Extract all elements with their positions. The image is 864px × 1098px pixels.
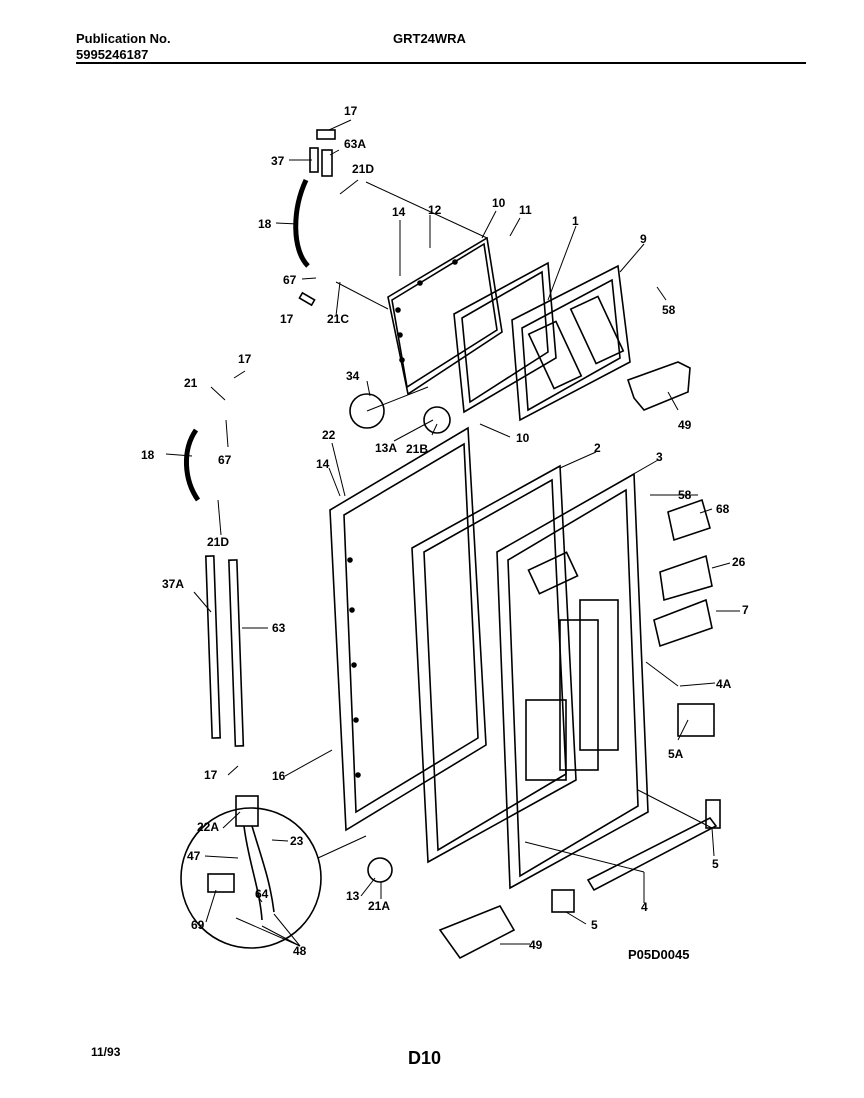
callout-7: 7: [742, 603, 749, 617]
callout-12: 12: [428, 203, 442, 217]
callout-18: 18: [258, 217, 272, 231]
callout-37A: 37A: [162, 577, 184, 591]
callout-5b: 5: [591, 918, 598, 932]
callout-4A: 4A: [716, 677, 732, 691]
callout-17d: 17: [204, 768, 218, 782]
callout-13: 13: [346, 889, 360, 903]
callout-22A: 22A: [197, 820, 219, 834]
callout-21B: 21B: [406, 442, 428, 456]
door-trim-strips: [183, 428, 245, 747]
callout-16: 16: [272, 769, 286, 783]
callout-48: 48: [293, 944, 307, 958]
callout-69: 69: [191, 918, 205, 932]
callout-23: 23: [290, 834, 304, 848]
callout-63: 63: [272, 621, 286, 635]
callout-17b: 17: [280, 312, 294, 326]
header-rule: [76, 62, 806, 64]
callout-47: 47: [187, 849, 201, 863]
callout-22: 22: [322, 428, 336, 442]
callout-21D-b: 21D: [207, 535, 229, 549]
freezer-door-outer-panel: [387, 236, 503, 396]
callout-10b: 10: [516, 431, 530, 445]
callout-58b: 58: [678, 488, 692, 502]
publication-label: Publication No.: [76, 31, 171, 46]
callout-18b: 18: [141, 448, 155, 462]
model-number: GRT24WRA: [393, 31, 466, 46]
callout-5: 5: [712, 857, 719, 871]
callout-14: 14: [392, 205, 406, 219]
freezer-door-liner: [511, 264, 631, 422]
publication-number: 5995246187: [76, 47, 149, 62]
callout-14b: 14: [316, 457, 330, 471]
hinge-detail-upper: [349, 393, 451, 434]
callout-34: 34: [346, 369, 360, 383]
callout-58: 58: [662, 303, 676, 317]
callout-21: 21: [184, 376, 198, 390]
callout-49b: 49: [529, 938, 543, 952]
hinge-detail-lower: [367, 857, 393, 883]
callout-13A: 13A: [375, 441, 397, 455]
freezer-door-handle: [293, 129, 336, 307]
callout-17c: 17: [238, 352, 252, 366]
callout-63A: 63A: [344, 137, 366, 151]
bottom-kick-strip: [551, 799, 721, 913]
fresh-food-door-gasket: [411, 464, 577, 864]
switch-wiring-detail-circle: [180, 795, 322, 949]
callout-labels: 17 63A 37 21D 18 14 12 10 11 1 9 67 21C …: [141, 104, 749, 958]
fresh-food-door-liner: [496, 472, 649, 890]
callout-68: 68: [716, 502, 730, 516]
callout-49: 49: [678, 418, 692, 432]
callout-64: 64: [255, 887, 269, 901]
callout-11: 11: [519, 203, 532, 217]
callout-1: 1: [572, 214, 579, 228]
callout-10: 10: [492, 196, 506, 210]
callout-3: 3: [656, 450, 663, 464]
callout-9: 9: [640, 232, 647, 246]
callout-5A: 5A: [668, 747, 684, 761]
door-bins: [438, 498, 715, 960]
callout-26: 26: [732, 555, 746, 569]
callout-21A: 21A: [368, 899, 390, 913]
page-id: D10: [408, 1048, 442, 1068]
callout-17: 17: [344, 104, 358, 118]
callout-37: 37: [271, 154, 285, 168]
leader-lines: [165, 119, 740, 947]
callout-2: 2: [594, 441, 601, 455]
freezer-door-gasket: [453, 261, 557, 414]
publication-date: 11/93: [91, 1045, 121, 1059]
callout-4: 4: [641, 900, 648, 914]
freezer-shelf-bin: [626, 361, 691, 411]
callout-21C: 21C: [327, 312, 349, 326]
callout-21D: 21D: [352, 162, 374, 176]
fresh-food-door-outer-panel: [329, 426, 487, 832]
diagram-code: P05D0045: [628, 947, 690, 962]
callout-67: 67: [283, 273, 297, 287]
callout-67b: 67: [218, 453, 232, 467]
